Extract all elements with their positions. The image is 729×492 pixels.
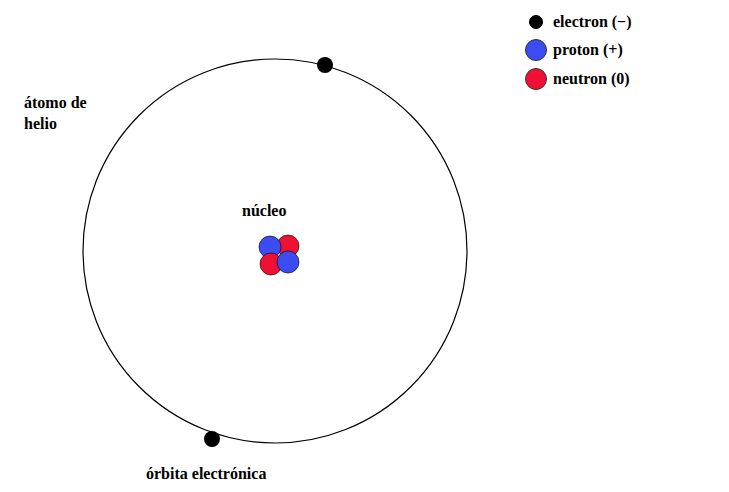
legend-swatch [529, 15, 543, 29]
legend-entry: neutron (0) [0, 68, 729, 92]
legend-entry: electron (−) [0, 11, 729, 35]
proton-dot [277, 251, 299, 273]
legend-text: neutron (0) [553, 68, 630, 89]
legend-text: proton (+) [553, 39, 623, 60]
orbit-label: órbita electrónica [146, 463, 316, 484]
nucleus-label: núcleo [242, 200, 322, 221]
legend-swatch [525, 39, 547, 61]
legend-swatch [525, 68, 547, 90]
electron-dot [317, 57, 333, 73]
electron-dot [204, 431, 220, 447]
atom-title: átomo de helio [24, 92, 106, 134]
legend-text: electron (−) [553, 11, 632, 32]
nucleus [259, 235, 299, 275]
electron-orbit [83, 59, 467, 443]
legend-entry: proton (+) [0, 39, 729, 63]
